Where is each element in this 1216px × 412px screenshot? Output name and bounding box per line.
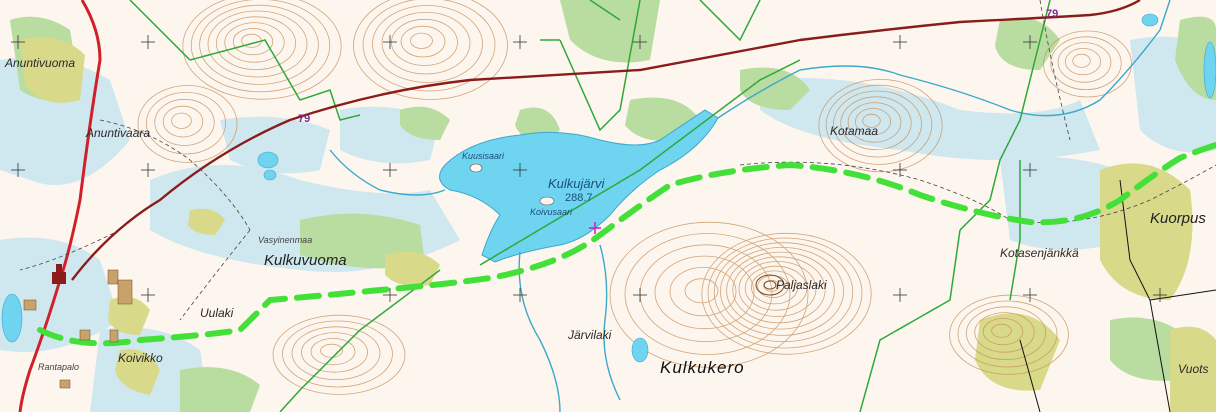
contour-ring xyxy=(381,12,471,75)
main-road xyxy=(18,0,102,412)
contour-ring xyxy=(974,312,1035,353)
place-kulkuvuoma: Kulkuvuoma xyxy=(264,252,347,269)
place-jarvilaki: Järvilaki xyxy=(568,328,612,342)
contour-ring xyxy=(1057,42,1112,83)
place-kuorpus: Kuorpus xyxy=(1150,210,1206,227)
summit-markers xyxy=(755,274,785,296)
contour-ring xyxy=(654,255,755,330)
contour-ring xyxy=(744,265,808,311)
church-symbol xyxy=(52,264,66,284)
contour-ring xyxy=(732,256,826,324)
contour-ring xyxy=(966,306,1047,361)
island-label-kuusisaari: Kuusisaari xyxy=(462,151,505,161)
place-anuntivuoma: Anuntivuoma xyxy=(5,56,76,70)
lake-kulkujarvi xyxy=(439,109,719,263)
contour-ring xyxy=(145,91,226,155)
contour-ring xyxy=(182,0,342,100)
contour-ring xyxy=(232,27,274,56)
rivers xyxy=(329,0,1171,412)
lake-elevation: 288.7 xyxy=(565,192,593,204)
grid-crosses xyxy=(11,35,1167,302)
contour-ring xyxy=(991,323,1012,338)
contour-ring xyxy=(310,337,356,366)
contour-ring xyxy=(862,113,881,128)
contour-ring xyxy=(818,78,943,173)
contour-ring xyxy=(751,270,799,305)
contour-ring xyxy=(1050,36,1122,91)
island-kuusisaari xyxy=(469,163,483,173)
place-koivikko: Koivikko xyxy=(118,351,163,365)
place-rantapalo: Rantapalo xyxy=(38,362,80,372)
contour-ring xyxy=(190,0,331,93)
contour-ring xyxy=(726,251,835,330)
contour-ring xyxy=(301,332,368,373)
road-number-79-east: 79 xyxy=(1046,8,1059,20)
contour-ring xyxy=(162,105,204,138)
island-koivusaari xyxy=(539,196,555,206)
highway-79 xyxy=(71,0,1141,281)
place-vuots: Vuots xyxy=(1178,362,1209,376)
contour-ring xyxy=(847,102,902,143)
contour-ring xyxy=(291,326,381,381)
island-label-koivusaari: Koivusaari xyxy=(530,207,573,217)
contour-ring xyxy=(855,108,892,136)
reserve-boundaries xyxy=(129,0,1051,412)
contour-ring xyxy=(949,294,1069,375)
road-number-79-west: 79 xyxy=(298,113,311,125)
lake-label: Kulkujärvi xyxy=(548,176,605,191)
survey-mark xyxy=(589,222,601,234)
contour-ring xyxy=(362,0,496,92)
ponds xyxy=(1,13,1216,363)
power-lines xyxy=(1019,179,1216,412)
contour-ring xyxy=(224,22,285,63)
contour-ring xyxy=(272,314,406,395)
contour-ring xyxy=(372,5,483,83)
contour-ring xyxy=(154,98,215,146)
contour-ring xyxy=(957,300,1058,368)
place-kotamaa: Kotamaa xyxy=(830,124,879,138)
contour-ring xyxy=(400,25,446,58)
contour-ring xyxy=(391,18,458,66)
contour-ring xyxy=(982,317,1024,346)
contour-lines xyxy=(137,0,1132,395)
contour-ring xyxy=(840,96,912,150)
settlement xyxy=(23,269,133,389)
contour-ring xyxy=(609,221,809,368)
contour-ring xyxy=(199,4,319,85)
contour-ring xyxy=(137,85,238,163)
contour-ring xyxy=(669,266,737,317)
contour-ring xyxy=(825,84,933,165)
contour-ring xyxy=(684,278,719,304)
place-anuntivaara: Anuntivaara xyxy=(86,126,151,140)
place-kotasenjankka: Kotasenjänkkä xyxy=(1000,246,1079,260)
contour-ring xyxy=(1065,47,1102,76)
place-paljaslaki: Paljaslaki xyxy=(776,278,827,292)
contour-ring xyxy=(320,343,343,358)
contour-ring xyxy=(282,320,393,388)
contour-ring xyxy=(833,90,922,158)
contour-ring xyxy=(720,246,845,336)
contour-ring xyxy=(701,232,872,355)
place-vasyinenmaa: Vasyinenmaa xyxy=(258,235,313,245)
contour-ring xyxy=(353,0,508,100)
hiking-route xyxy=(37,142,1216,347)
contour-ring xyxy=(713,242,854,343)
place-uulaki: Uulaki xyxy=(200,306,234,320)
contour-ring xyxy=(207,10,308,78)
contour-ring xyxy=(1072,53,1091,68)
contour-ring xyxy=(707,237,863,349)
contour-ring xyxy=(639,244,773,343)
contour-ring xyxy=(410,32,433,49)
contour-ring xyxy=(624,233,791,355)
contour-ring xyxy=(215,16,296,71)
place-kulkukero: Kulkukero xyxy=(660,358,745,377)
contour-ring xyxy=(171,112,192,129)
contour-ring xyxy=(1043,30,1132,98)
